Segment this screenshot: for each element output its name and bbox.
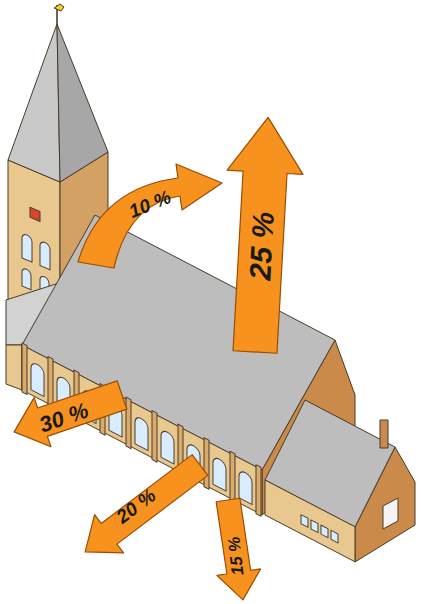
percentage-label: 25 % <box>245 211 279 281</box>
small-window <box>311 520 318 533</box>
percentage-label: 30 % <box>37 399 92 436</box>
small-window <box>331 530 338 543</box>
buttress <box>126 397 131 449</box>
heat-arrow <box>6 370 131 456</box>
wall <box>265 480 355 562</box>
buttress <box>48 357 53 409</box>
spire-face-right <box>57 24 108 182</box>
buttress <box>152 411 157 463</box>
arched-window <box>31 361 44 396</box>
buttress <box>256 465 261 517</box>
arched-window <box>213 456 226 491</box>
side-wall <box>6 345 22 390</box>
arched-window <box>135 415 148 450</box>
tower-clock <box>30 207 40 221</box>
buttress <box>204 438 209 490</box>
percentage-label: 10 % <box>126 187 173 221</box>
heat-arrows <box>6 115 306 603</box>
arched-window <box>161 429 174 464</box>
spire-face-left <box>8 24 60 182</box>
arched-window <box>239 469 252 504</box>
chimney <box>380 420 388 448</box>
heat-arrow <box>78 164 222 268</box>
percentage-label: 20 % <box>113 485 159 526</box>
weathercock <box>54 4 64 11</box>
small-window <box>321 525 328 538</box>
tower-window <box>40 240 50 269</box>
buttress <box>22 343 27 395</box>
heat-arrow <box>71 446 215 571</box>
annex-window <box>383 498 398 529</box>
percentage-label: 15 % <box>226 536 247 576</box>
tower-window <box>22 233 32 262</box>
heat-arrow <box>217 115 306 354</box>
annex-front-wall <box>265 480 355 562</box>
tower-window <box>22 267 31 289</box>
tower-windows <box>22 204 50 298</box>
small-window <box>301 515 308 528</box>
heat-arrow <box>206 497 264 603</box>
buttress <box>230 451 235 503</box>
annex <box>265 400 415 562</box>
